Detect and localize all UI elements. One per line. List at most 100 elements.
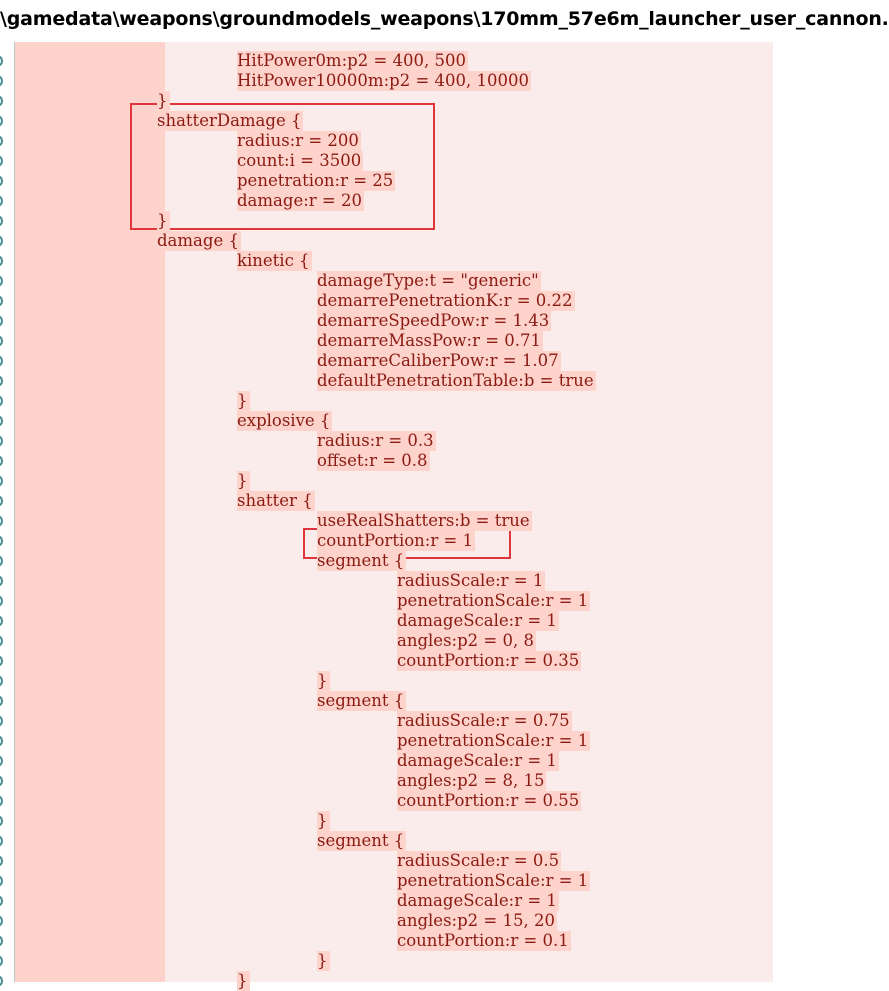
code-line: damageScale:r = 1 [397, 891, 559, 911]
code-line: damageScale:r = 1 [397, 751, 559, 771]
code-line: kinetic { [237, 251, 312, 271]
code-line: countPortion:r = 0.55 [397, 791, 582, 811]
code-line: offset:r = 0.8 [317, 451, 430, 471]
line-marker-icon [0, 795, 3, 807]
line-marker-icon [0, 455, 3, 467]
line-marker-icon [0, 255, 3, 267]
line-marker-icon [0, 615, 3, 627]
line-marker-icon [0, 675, 3, 687]
line-marker-icon [0, 235, 3, 247]
line-marker-icon [0, 475, 3, 487]
line-marker-icon [0, 895, 3, 907]
line-marker-icon [0, 975, 3, 987]
gutter-separator [14, 42, 15, 982]
code-line: countPortion:r = 0.1 [397, 931, 571, 951]
code-line: } [317, 671, 330, 691]
line-marker-icon [0, 435, 3, 447]
line-marker-icon [0, 695, 3, 707]
code-line: penetrationScale:r = 1 [397, 731, 591, 751]
code-line: } [237, 971, 250, 991]
code-line: countPortion:r = 1 [317, 531, 476, 551]
line-marker-icon [0, 515, 3, 527]
code-line: radius:r = 200 [237, 131, 361, 151]
title-bar: \gamedata\weapons\groundmodels_weapons\1… [0, 0, 889, 42]
line-marker-icon [0, 755, 3, 767]
code-line: angles:p2 = 0, 8 [397, 631, 536, 651]
code-line: radius:r = 0.3 [317, 431, 436, 451]
line-marker-icon [0, 135, 3, 147]
code-line: demarreSpeedPow:r = 1.43 [317, 311, 552, 331]
line-marker-icon [0, 155, 3, 167]
code-line: } [157, 211, 170, 231]
line-marker-icon [0, 335, 3, 347]
line-marker-icon [0, 715, 3, 727]
line-marker-icon [0, 495, 3, 507]
line-marker-icon [0, 295, 3, 307]
code-line: defaultPenetrationTable:b = true [317, 371, 596, 391]
code-line: } [317, 811, 330, 831]
code-line: useRealShatters:b = true [317, 511, 532, 531]
line-marker-icon [0, 775, 3, 787]
code-line: demarreCaliberPow:r = 1.07 [317, 351, 561, 371]
code-line: shatter { [237, 491, 315, 511]
code-line: countPortion:r = 0.35 [397, 651, 582, 671]
line-marker-icon [0, 75, 3, 87]
line-marker-icon [0, 315, 3, 327]
file-path-title: \gamedata\weapons\groundmodels_weapons\1… [0, 8, 889, 30]
line-marker-icon [0, 815, 3, 827]
code-line: damage { [157, 231, 241, 251]
code-line: segment { [317, 831, 407, 851]
line-marker-icon [0, 55, 3, 67]
code-line: damageScale:r = 1 [397, 611, 559, 631]
code-line: demarrePenetrationK:r = 0.22 [317, 291, 575, 311]
code-line: damageType:t = "generic" [317, 271, 541, 291]
code-line: radiusScale:r = 0.5 [397, 851, 562, 871]
annotation-box-shatter-damage [130, 103, 435, 230]
code-line: demarreMassPow:r = 0.71 [317, 331, 544, 351]
line-marker-icon [0, 415, 3, 427]
line-marker-icon [0, 355, 3, 367]
line-marker-icon [0, 195, 3, 207]
line-marker-icon [0, 635, 3, 647]
line-marker-icon [0, 115, 3, 127]
line-marker-icon [0, 575, 3, 587]
code-line: } [237, 471, 250, 491]
code-line: damage:r = 20 [237, 191, 364, 211]
indent-highlight-strip [15, 42, 165, 982]
line-marker-icon [0, 275, 3, 287]
line-marker-icon [0, 95, 3, 107]
line-marker-icon [0, 855, 3, 867]
line-marker-icon [0, 535, 3, 547]
line-marker-icon [0, 555, 3, 567]
code-line: radiusScale:r = 0.75 [397, 711, 572, 731]
line-gutter [0, 42, 15, 987]
line-marker-icon [0, 175, 3, 187]
line-marker-icon [0, 835, 3, 847]
code-line: penetration:r = 25 [237, 171, 396, 191]
code-line: } [317, 951, 330, 971]
code-line: angles:p2 = 15, 20 [397, 911, 557, 931]
line-marker-icon [0, 215, 3, 227]
line-marker-icon [0, 595, 3, 607]
code-line: segment { [317, 551, 407, 571]
code-line: radiusScale:r = 1 [397, 571, 546, 591]
code-line: count:i = 3500 [237, 151, 364, 171]
code-line: HitPower0m:p2 = 400, 500 [237, 51, 468, 71]
line-marker-icon [0, 935, 3, 947]
code-line: HitPower10000m:p2 = 400, 10000 [237, 71, 531, 91]
code-line: penetrationScale:r = 1 [397, 591, 591, 611]
line-marker-icon [0, 875, 3, 887]
code-line: } [157, 91, 170, 111]
line-marker-icon [0, 655, 3, 667]
line-marker-icon [0, 375, 3, 387]
code-line: } [237, 391, 250, 411]
line-marker-icon [0, 955, 3, 967]
code-line: penetrationScale:r = 1 [397, 871, 591, 891]
line-marker-icon [0, 735, 3, 747]
code-line: explosive { [237, 411, 333, 431]
code-line: angles:p2 = 8, 15 [397, 771, 547, 791]
line-marker-icon [0, 395, 3, 407]
code-line: shatterDamage { [157, 111, 304, 131]
code-line: segment { [317, 691, 407, 711]
